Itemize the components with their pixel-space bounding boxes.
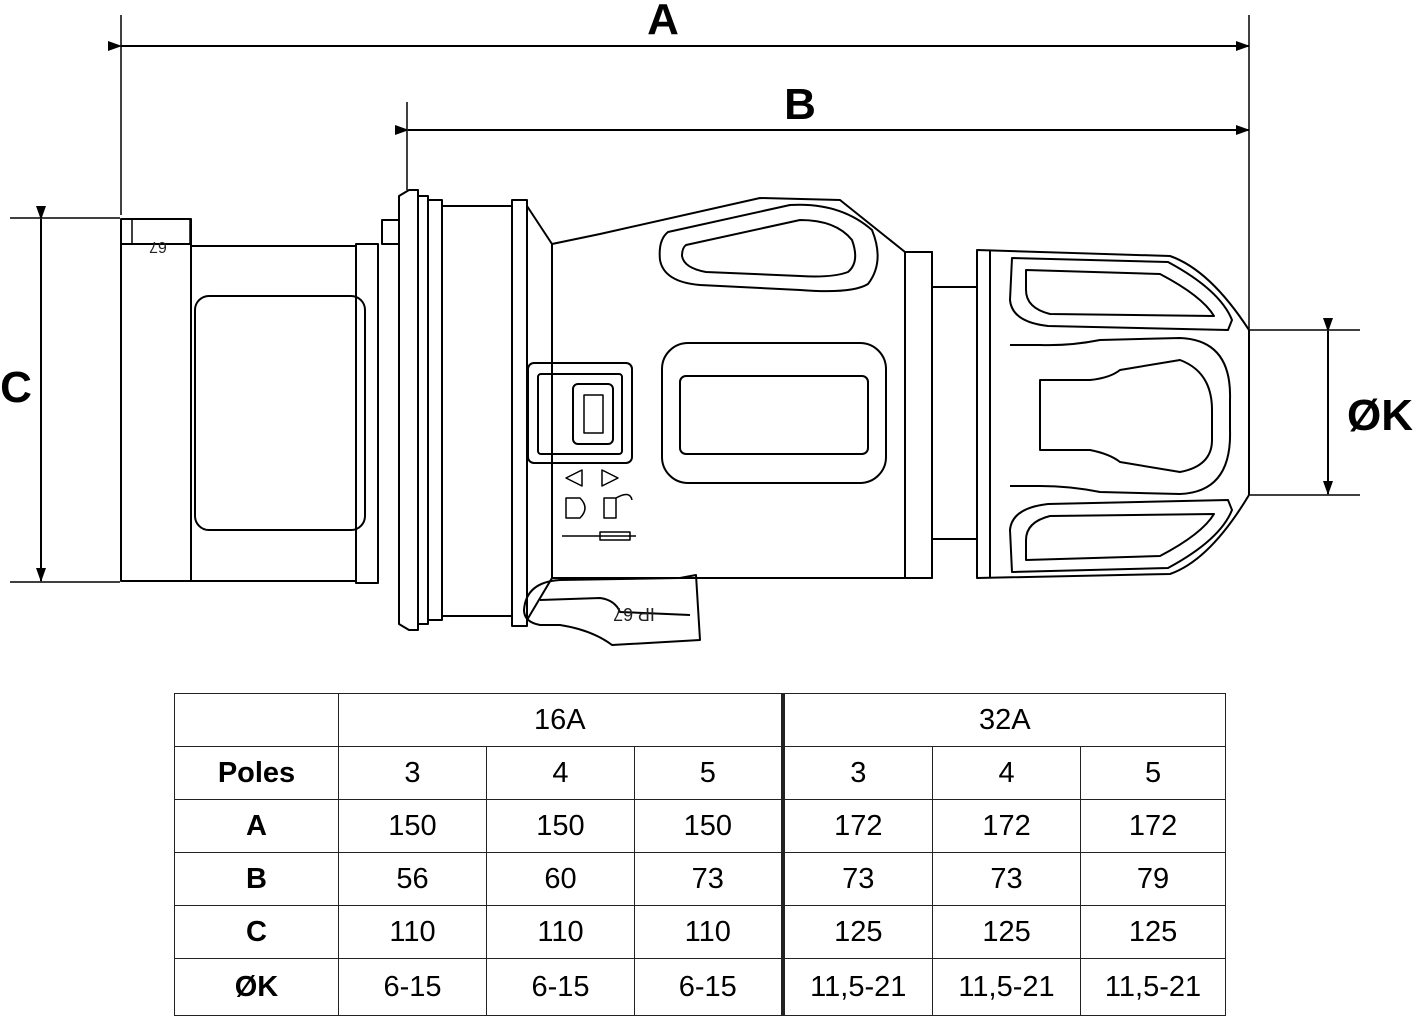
table-cell: 125 <box>780 905 934 959</box>
table-cell: 11,5-21 <box>1080 958 1227 1016</box>
end-cap-marking: 67 <box>149 238 167 255</box>
table-corner-cell <box>174 693 339 747</box>
table-cell: 6-15 <box>486 958 635 1016</box>
table-cell: 60 <box>486 852 635 906</box>
dimension-k-label: ØK <box>1347 391 1413 440</box>
table-cell: 150 <box>486 799 635 853</box>
table-row: A 150 150 150 172 172 172 <box>174 799 1227 853</box>
table-cell: 11,5-21 <box>780 958 934 1016</box>
table-cell: 73 <box>932 852 1082 906</box>
table-cell: 110 <box>486 905 635 959</box>
group-32a-header: 32A <box>780 693 1227 747</box>
dimensions-table: 16A 32A Poles 3 4 5 3 4 5 A 150 150 150 … <box>174 693 1227 1016</box>
table-row: C 110 110 110 125 125 125 <box>174 905 1227 959</box>
dimension-c-label: C <box>0 363 32 412</box>
table-cell: 125 <box>932 905 1082 959</box>
table-row: B 56 60 73 73 73 79 <box>174 852 1227 906</box>
connector-body <box>120 189 1250 646</box>
table-cell: 110 <box>633 905 784 959</box>
extension-lines <box>10 15 1360 583</box>
table-cell: 150 <box>338 799 487 853</box>
table-cell: 3 <box>780 746 934 800</box>
table-cell: 73 <box>780 852 934 906</box>
table-cell: 56 <box>338 852 487 906</box>
dimension-lines <box>36 41 1333 582</box>
table-cell: 11,5-21 <box>932 958 1082 1016</box>
row-label: B <box>174 852 339 906</box>
table-cell: 150 <box>633 799 784 853</box>
table-cell: 125 <box>1080 905 1227 959</box>
table-cell: 172 <box>780 799 934 853</box>
table-row: ØK 6-15 6-15 6-15 11,5-21 11,5-21 11,5-2… <box>174 958 1227 1016</box>
row-label: A <box>174 799 339 853</box>
row-label: C <box>174 905 339 959</box>
table-header-row: 16A 32A <box>174 693 1227 747</box>
table-cell: 3 <box>338 746 487 800</box>
table-cell: 6-15 <box>338 958 487 1016</box>
dimension-b-label: B <box>784 80 816 129</box>
dimension-a-label: A <box>647 0 679 44</box>
table-row: Poles 3 4 5 3 4 5 <box>174 746 1227 800</box>
table-cell: 5 <box>1080 746 1227 800</box>
group-16a-header: 16A <box>337 693 784 747</box>
table-cell: 172 <box>1080 799 1227 853</box>
ip-rating-marking: IP 67 <box>613 604 655 624</box>
table-cell: 4 <box>486 746 635 800</box>
connector-drawing: A B C ØK <box>0 0 1413 646</box>
table-cell: 6-15 <box>633 958 784 1016</box>
row-label: Poles <box>174 746 339 800</box>
table-cell: 5 <box>633 746 784 800</box>
table-cell: 4 <box>932 746 1082 800</box>
table-cell: 110 <box>338 905 487 959</box>
table-cell: 73 <box>633 852 784 906</box>
table-cell: 172 <box>932 799 1082 853</box>
table-cell: 79 <box>1080 852 1227 906</box>
row-label: ØK <box>174 958 339 1016</box>
